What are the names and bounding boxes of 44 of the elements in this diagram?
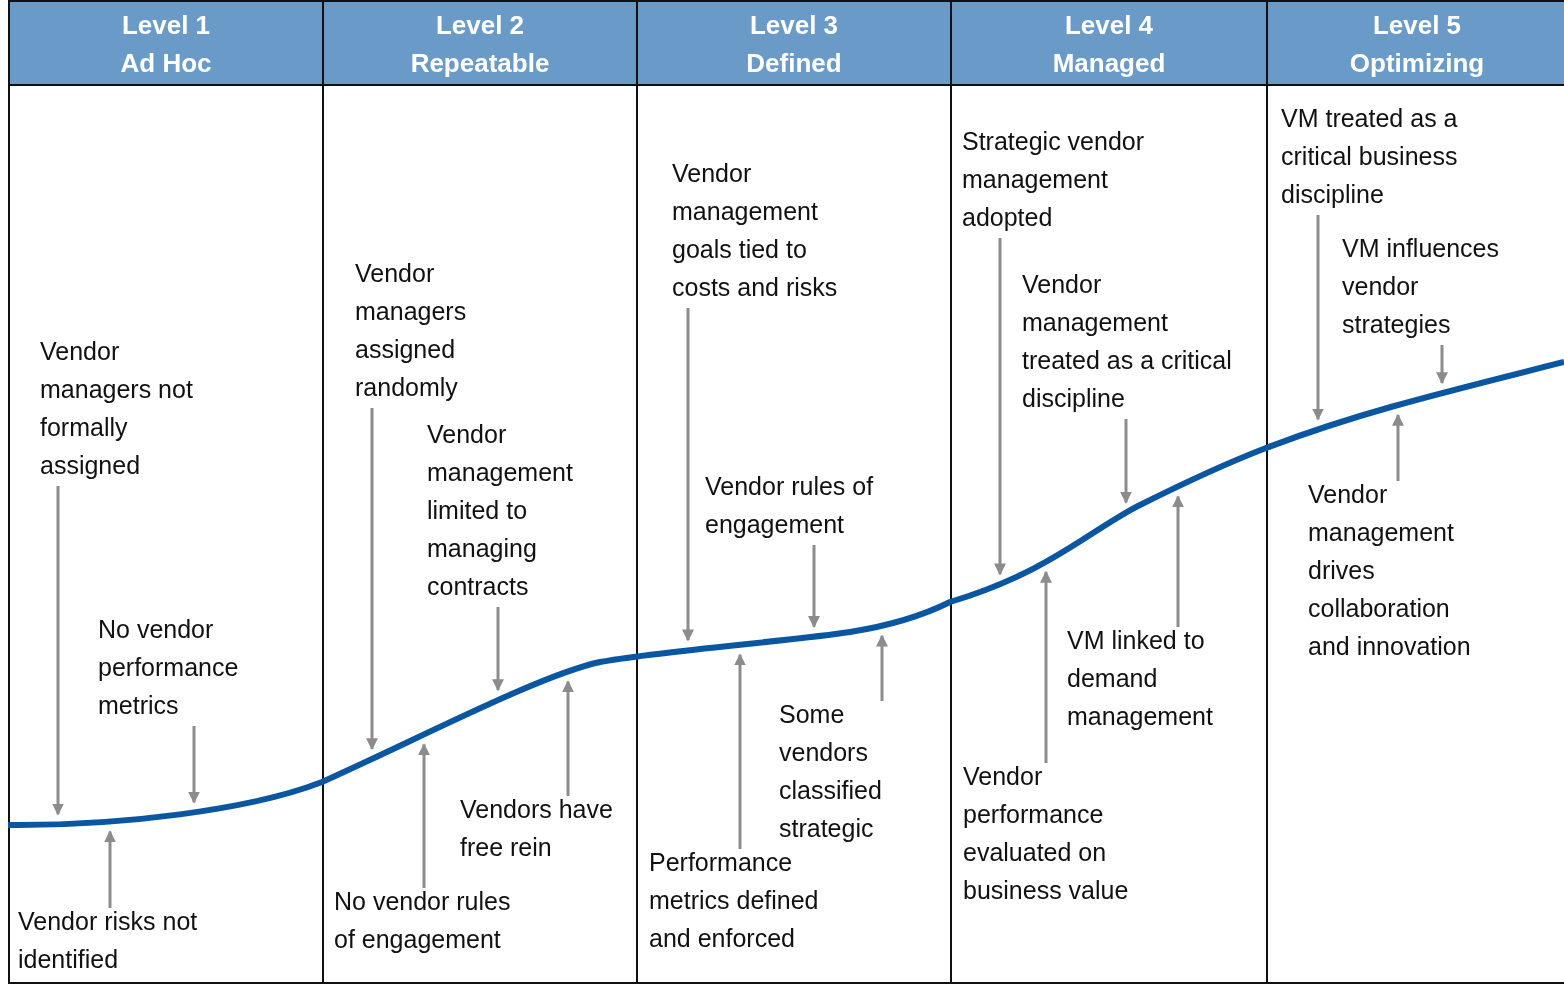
leader-arrow (734, 653, 746, 849)
leader-arrow (562, 680, 574, 796)
leader-arrow (52, 486, 64, 816)
level-name: Ad Hoc (119, 47, 213, 80)
level-number: Level 1 (120, 9, 212, 42)
annotation-text: VM treated as a critical business discipline (1281, 99, 1511, 213)
annotation-text: Vendor risks not identified (18, 902, 258, 978)
annotation-text: Vendor management limited to managing contracts (427, 415, 627, 605)
annotation-text: Vendor management treated as a critical discipline (1022, 265, 1234, 417)
leader-arrow (808, 545, 820, 628)
level-name: Defined (745, 47, 843, 80)
annotation-text: Vendor management goals tied to costs and risks (672, 154, 872, 306)
leader-arrow (876, 634, 888, 701)
level-name: Managed (1051, 47, 1167, 80)
leader-arrow (682, 308, 694, 642)
leader-arrow (994, 238, 1006, 576)
leader-arrow (1312, 215, 1324, 421)
annotation-text: Strategic vendor management adopted (962, 122, 1182, 236)
annotation-text: No vendor rules of engagement (334, 882, 526, 958)
level-number: Level 3 (748, 9, 840, 42)
annotation-text: VM linked to demand management (1067, 621, 1227, 735)
annotation-text: Vendor managers not formally assigned (40, 332, 225, 484)
leader-arrow (1392, 413, 1404, 481)
leader-arrow (1172, 495, 1184, 627)
annotation-text: Vendor managers assigned randomly (355, 254, 515, 406)
level-number: Level 5 (1371, 9, 1463, 42)
leader-arrow (366, 408, 378, 751)
level-name: Optimizing (1348, 47, 1486, 80)
leader-arrow (104, 830, 116, 908)
leader-arrow (188, 726, 200, 804)
annotation-text: No vendor performance metrics (98, 610, 288, 724)
leader-arrow (492, 607, 504, 692)
annotation-text: Vendor management drives collaboration and innovation (1308, 475, 1488, 665)
level-number: Level 2 (434, 9, 526, 42)
annotation-text: Vendors have free rein (460, 790, 640, 866)
leader-arrow (1040, 570, 1052, 763)
annotation-text: VM influences vendor strategies (1342, 229, 1517, 343)
leader-arrow (418, 743, 430, 888)
level-number: Level 4 (1063, 9, 1155, 42)
annotation-text: Vendor rules of engagement (705, 467, 920, 543)
annotation-text: Vendor performance evaluated on business value (963, 757, 1183, 909)
leader-arrow (1436, 345, 1448, 385)
level-name: Repeatable (409, 47, 551, 80)
leader-arrow (1120, 419, 1132, 504)
